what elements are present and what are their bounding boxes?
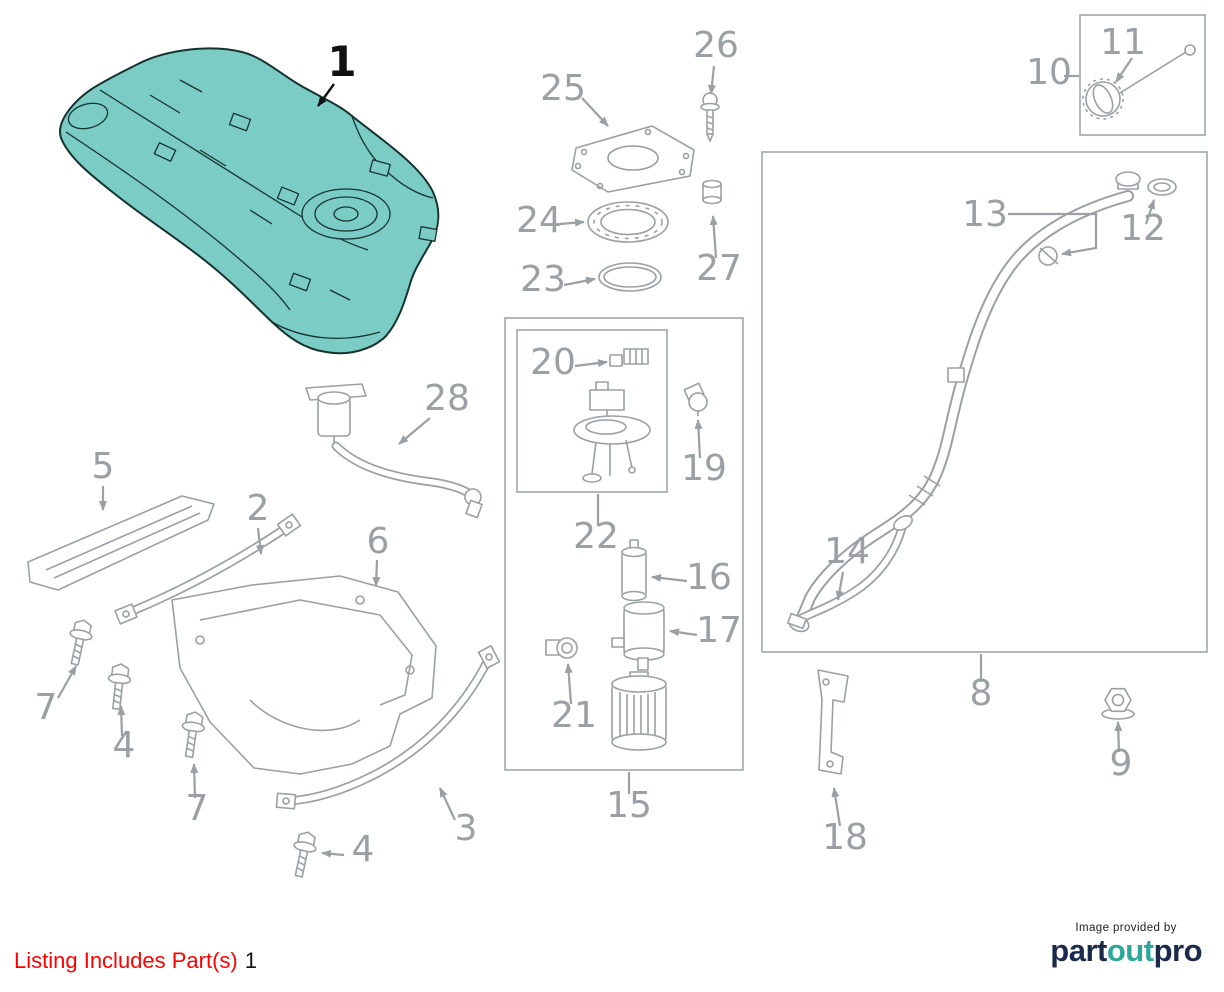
- part-6-skid-plate: [171, 575, 437, 775]
- part-25-cover-plate: [571, 125, 695, 193]
- image-credit: Image provided by partoutpro: [1050, 922, 1202, 966]
- part-14-filler-hose: [786, 514, 913, 630]
- part-label-18: 18: [822, 817, 868, 858]
- part-label-11: 11: [1100, 22, 1146, 63]
- part-label-22: 22: [573, 516, 619, 557]
- part-5-heat-shield: [27, 495, 215, 591]
- part-8-filler-pipe: [788, 190, 1134, 633]
- part-11-cap-tether: [1119, 44, 1196, 94]
- part-7-bolt-b: [177, 709, 208, 759]
- part-label-6: 6: [367, 521, 390, 562]
- part-label-12: 12: [1120, 208, 1166, 249]
- part-10-fuel-cap: [1082, 78, 1124, 120]
- part-label-25: 25: [540, 68, 586, 109]
- part-label-13: 13: [962, 194, 1008, 235]
- group-box-filler-pipe: [761, 151, 1208, 653]
- part-label-19: 19: [681, 448, 727, 489]
- partoutpro-logo: partoutpro: [1050, 935, 1202, 966]
- part-7-bolt-a: [63, 617, 96, 668]
- part-23-o-ring: [598, 262, 662, 292]
- part-24-lock-ring: [587, 201, 669, 243]
- part-label-2: 2: [247, 488, 270, 529]
- part-label-24: 24: [516, 200, 562, 241]
- part-label-28: 28: [424, 378, 470, 419]
- part-18-bracket: [817, 669, 849, 775]
- part-20-sensor: [609, 348, 649, 367]
- part-label-21: 21: [551, 695, 597, 736]
- part-4-bolt-a: [104, 662, 133, 711]
- part-label-10: 10: [1026, 52, 1072, 93]
- part-label-8: 8: [970, 673, 993, 714]
- listing-includes-text: Listing Includes Part(s)1: [14, 948, 257, 974]
- part-label-17: 17: [696, 610, 742, 651]
- group-box-fuel-pump-module: [504, 317, 744, 771]
- part-26-screw: [700, 92, 720, 142]
- logo-pro: pro: [1153, 933, 1203, 968]
- logo-out: out: [1106, 933, 1154, 968]
- part-label-1: 1: [327, 37, 356, 86]
- part-2-tank-strap: [114, 513, 302, 625]
- part-label-7b: 7: [186, 788, 209, 829]
- part-label-4b: 4: [352, 829, 375, 870]
- part-22-fuel-sender: [573, 381, 651, 483]
- part-label-4a: 4: [113, 725, 136, 766]
- part-label-26: 26: [693, 25, 739, 66]
- part-3-tank-strap: [275, 644, 501, 810]
- listing-label: Listing Includes Part(s): [14, 948, 238, 973]
- part-17-fuel-pump: [611, 601, 665, 671]
- part-12-filler-neck-cap: [1115, 171, 1177, 196]
- part-19-valve: [683, 382, 708, 416]
- part-4-bolt-b: [287, 829, 320, 880]
- logo-part: part: [1050, 933, 1107, 968]
- part-label-23: 23: [520, 259, 566, 300]
- part-21-grommet: [545, 637, 578, 659]
- part-label-9: 9: [1110, 743, 1133, 784]
- part-13-clamp: [1038, 246, 1059, 266]
- part-27-spacer: [702, 179, 722, 205]
- part-15-pump-housing: [611, 671, 667, 751]
- part-label-14: 14: [824, 531, 870, 572]
- part-28-vent-valve: [305, 383, 483, 519]
- group-box-fuel-cap: [1079, 14, 1206, 136]
- part-label-3: 3: [455, 808, 478, 849]
- part-label-7a: 7: [35, 687, 58, 728]
- part-1-fuel-tank: [59, 47, 440, 355]
- part-label-5: 5: [92, 446, 115, 487]
- leader-lines: [57, 57, 1156, 858]
- part-label-16: 16: [686, 557, 732, 598]
- listing-part-numbers: 1: [244, 948, 258, 973]
- provided-by-text: Image provided by: [1075, 922, 1177, 934]
- part-label-27: 27: [696, 248, 742, 289]
- part-16-fuel-filter: [621, 539, 647, 602]
- part-9-nut: [1101, 687, 1135, 720]
- part-label-15: 15: [606, 785, 652, 826]
- part-label-20: 20: [530, 342, 576, 383]
